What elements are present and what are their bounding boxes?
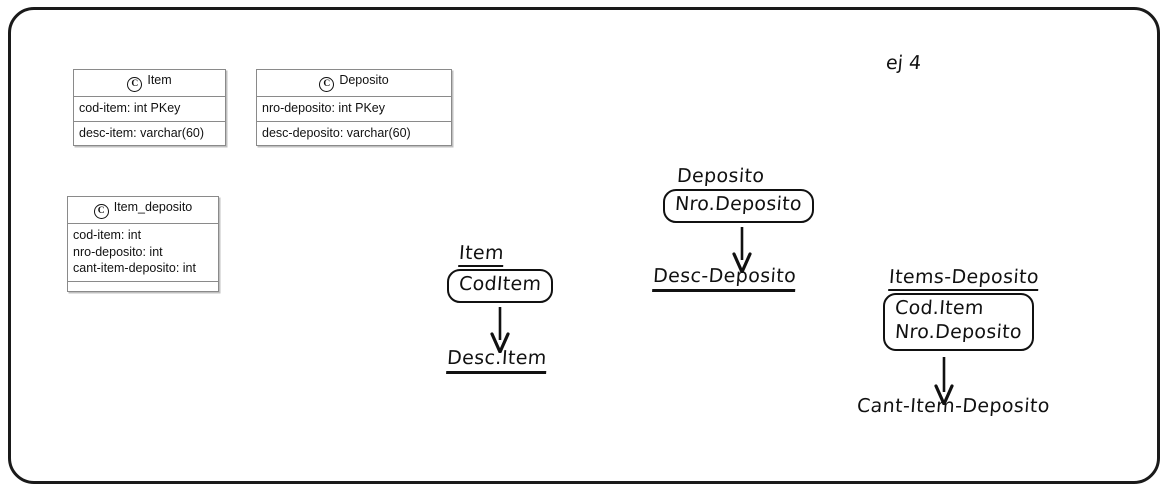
hw-result-row: Desc.Item [446, 346, 553, 374]
uml-attribute: cod-item: int [73, 228, 142, 242]
uml-attribute-compartment: desc-deposito: varchar(60) [257, 122, 451, 146]
hw-key-box[interactable]: Nro.Deposito [663, 189, 814, 223]
uml-class-item[interactable]: C Item cod-item: int PKey desc-item: varc… [73, 69, 226, 146]
circled-c-icon: C [93, 204, 109, 219]
down-arrow-icon [934, 356, 954, 405]
uml-class-header: C Deposito [257, 70, 451, 97]
hw-title-row: Deposito [663, 165, 814, 187]
down-arrow-icon [732, 226, 752, 273]
uml-attribute-compartment: cod-item: int PKey [74, 97, 225, 122]
hw-title-row: Item [447, 242, 553, 267]
hw-key-attribute: CodItem [458, 273, 543, 295]
handwritten-group-item: Item CodItem Desc.Item [446, 242, 554, 374]
uml-attribute: desc-item: varchar(60) [79, 125, 205, 140]
uml-attribute: nro-deposito: int PKey [262, 101, 385, 115]
down-arrow-icon [490, 306, 510, 353]
uml-attribute-compartment: desc-item: varchar(60) [74, 122, 225, 146]
hw-dependent-attribute: Desc.Item [446, 346, 548, 374]
uml-attribute-compartment: cod-item: int nro-deposito: int cant-ite… [68, 224, 218, 282]
uml-class-header: C Item_deposito [68, 197, 218, 224]
uml-attribute-compartment: nro-deposito: int PKey [257, 97, 451, 122]
hw-key-box[interactable]: Cod.Item Nro.Deposito [883, 293, 1034, 351]
hw-result-row: Desc-Deposito [652, 264, 814, 292]
hw-arrow-container [447, 303, 553, 353]
uml-class-header: C Item [74, 70, 225, 97]
handwritten-group-items-deposito: Items-Deposito Cod.Item Nro.Deposito Can… [856, 266, 1051, 417]
circled-c-icon: C [127, 77, 143, 92]
uml-attribute: desc-deposito: varchar(60) [262, 125, 411, 140]
note-exercise-number: ej 4 [885, 52, 923, 74]
uml-class-item-deposito[interactable]: C Item_deposito cod-item: int nro-deposit… [67, 196, 219, 292]
hw-relation-title: Items-Deposito [888, 266, 1040, 291]
hw-arrow-container [883, 351, 1050, 405]
handwritten-group-deposito: Deposito Nro.Deposito Desc-Deposito [652, 165, 814, 292]
hw-key-attribute: Nro.Deposito [894, 320, 1023, 343]
uml-class-name: Deposito [339, 73, 389, 87]
circled-c-icon: C [319, 77, 335, 92]
hw-title-row: Items-Deposito [883, 266, 1050, 291]
hw-result-row: Cant-Item-Deposito [856, 394, 1051, 417]
diagram-canvas: C Item cod-item: int PKey desc-item: varc… [8, 7, 1160, 484]
uml-attribute: cant-item-deposito: int [73, 261, 196, 275]
uml-class-name: Item [147, 73, 172, 87]
uml-attribute: cod-item: int PKey [79, 101, 181, 115]
hw-key-attribute: Nro.Deposito [674, 193, 803, 215]
hw-relation-title: Deposito [676, 165, 766, 187]
hw-key-box[interactable]: CodItem [447, 269, 554, 303]
hw-dependent-attribute: Cant-Item-Deposito [856, 394, 1051, 417]
hw-key-attribute: Cod.Item [894, 297, 985, 319]
uml-operations-compartment [68, 282, 218, 291]
hw-dependent-attribute: Desc-Deposito [652, 264, 797, 292]
uml-class-deposito[interactable]: C Deposito nro-deposito: int PKey desc-de… [256, 69, 452, 146]
hw-relation-title: Item [458, 242, 505, 267]
hw-arrow-container [663, 223, 814, 273]
uml-class-name: Item_deposito [113, 200, 193, 214]
uml-attribute: nro-deposito: int [73, 244, 163, 259]
